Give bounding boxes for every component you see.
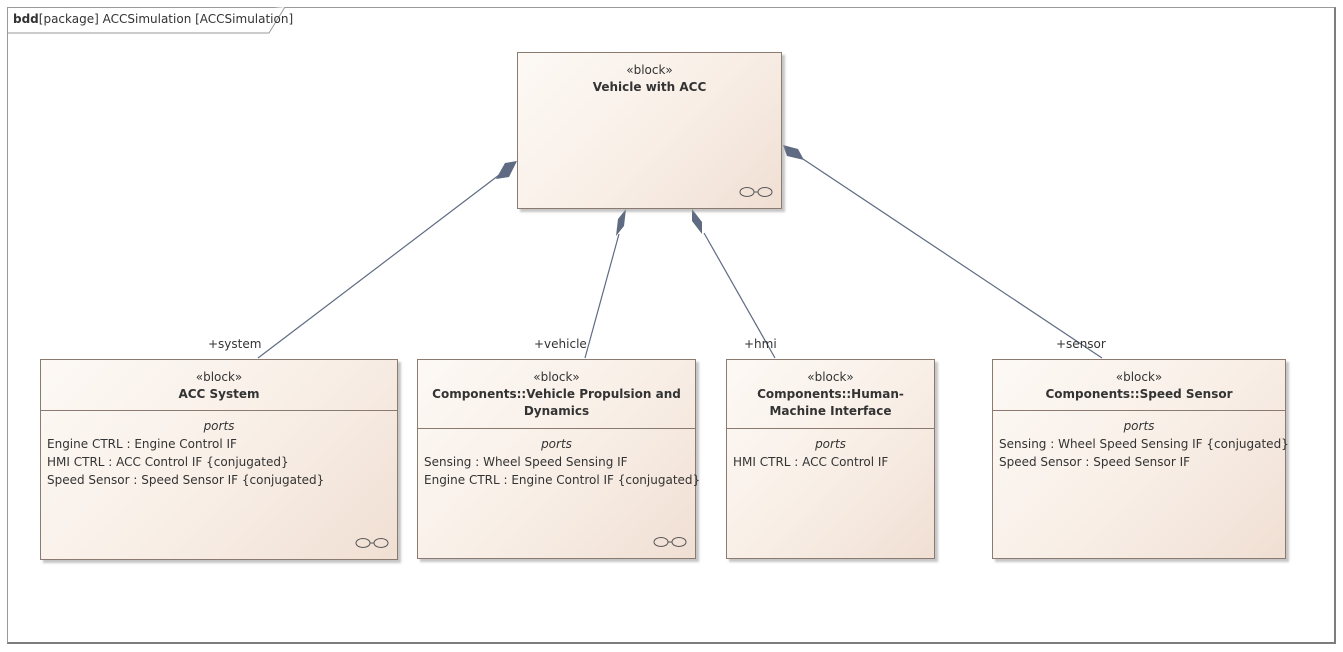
block-name: ACC System	[178, 387, 260, 401]
role-sensor: +sensor	[1056, 337, 1106, 351]
block-human-machine-interface[interactable]: «block» Components::Human-Machine Interf…	[726, 359, 935, 559]
compartment-title: ports	[203, 419, 235, 433]
block-name: Components::Human-Machine Interface	[757, 387, 904, 418]
block-vehicle-propulsion[interactable]: «block» Components::Vehicle Propulsion a…	[417, 359, 701, 559]
block-name: Components::Speed Sensor	[1045, 387, 1233, 401]
compartment-title: ports	[541, 437, 572, 451]
composition-hmi[interactable]	[692, 209, 776, 359]
block-header: «block» Vehicle with ACC	[518, 53, 781, 96]
composite-diamond-icon	[692, 209, 702, 234]
role-system: +system	[208, 337, 262, 351]
composition-system[interactable]	[257, 161, 517, 359]
ports-compartment: ports Engine CTRL : Engine Control IF HM…	[41, 410, 397, 489]
stereotype-label: «block»	[1115, 370, 1163, 384]
ports-compartment: ports Sensing : Wheel Speed Sensing IF {…	[993, 410, 1289, 471]
block-header: «block» Components::Vehicle Propulsion a…	[418, 360, 695, 428]
port-item: Speed Sensor : Speed Sensor IF {conjugat…	[47, 473, 325, 487]
stereotype-label: «block»	[195, 370, 243, 384]
compartment-title: ports	[815, 437, 846, 451]
stereotype-label: «block»	[626, 63, 673, 77]
block-name: Components::Vehicle Propulsion and Dynam…	[432, 387, 681, 418]
composite-diamond-icon	[783, 145, 804, 160]
composition-sensor[interactable]	[783, 145, 1103, 359]
block-header: «block» ACC System	[41, 360, 397, 410]
composite-diamond-icon	[616, 209, 626, 236]
composition-vehicle[interactable]	[584, 209, 626, 359]
frame-kind: bdd	[13, 12, 39, 26]
port-item: Engine CTRL : Engine Control IF	[47, 437, 237, 451]
ports-compartment: ports Sensing : Wheel Speed Sensing IF E…	[418, 428, 701, 489]
port-item: Speed Sensor : Speed Sensor IF	[999, 455, 1191, 469]
block-header: «block» Components::Human-Machine Interf…	[727, 360, 934, 428]
port-item: Engine CTRL : Engine Control IF {conjuga…	[424, 473, 701, 487]
structure-glasses-icon	[739, 187, 773, 197]
ports-compartment: ports HMI CTRL : ACC Control IF	[727, 428, 934, 471]
structure-glasses-icon	[355, 538, 389, 548]
stereotype-label: «block»	[533, 370, 580, 384]
block-acc-system[interactable]: «block» ACC System ports Engine CTRL : E…	[40, 359, 398, 560]
role-hmi: +hmi	[744, 337, 777, 351]
compartment-title: ports	[1123, 419, 1155, 433]
frame-name: [package] ACCSimulation [ACCSimulation]	[38, 12, 294, 26]
block-header: «block» Components::Speed Sensor	[993, 360, 1285, 410]
port-item: HMI CTRL : ACC Control IF {conjugated}	[47, 455, 289, 469]
port-item: HMI CTRL : ACC Control IF	[733, 455, 889, 469]
port-item: Sensing : Wheel Speed Sensing IF	[424, 455, 628, 469]
port-item: Sensing : Wheel Speed Sensing IF {conjug…	[999, 437, 1289, 451]
structure-glasses-icon	[653, 537, 687, 547]
block-vehicle-with-acc[interactable]: «block» Vehicle with ACC	[517, 52, 782, 209]
role-vehicle: +vehicle	[534, 337, 587, 351]
diagram-frame	[7, 7, 1336, 644]
frame-tab-outline	[7, 7, 286, 34]
frame-title: bdd[package] ACCSimulation [ACCSimulatio…	[13, 12, 293, 26]
composite-diamond-icon	[496, 161, 517, 179]
block-name: Vehicle with ACC	[592, 80, 707, 94]
stereotype-label: «block»	[807, 370, 854, 384]
block-speed-sensor[interactable]: «block» Components::Speed Sensor ports S…	[992, 359, 1289, 559]
